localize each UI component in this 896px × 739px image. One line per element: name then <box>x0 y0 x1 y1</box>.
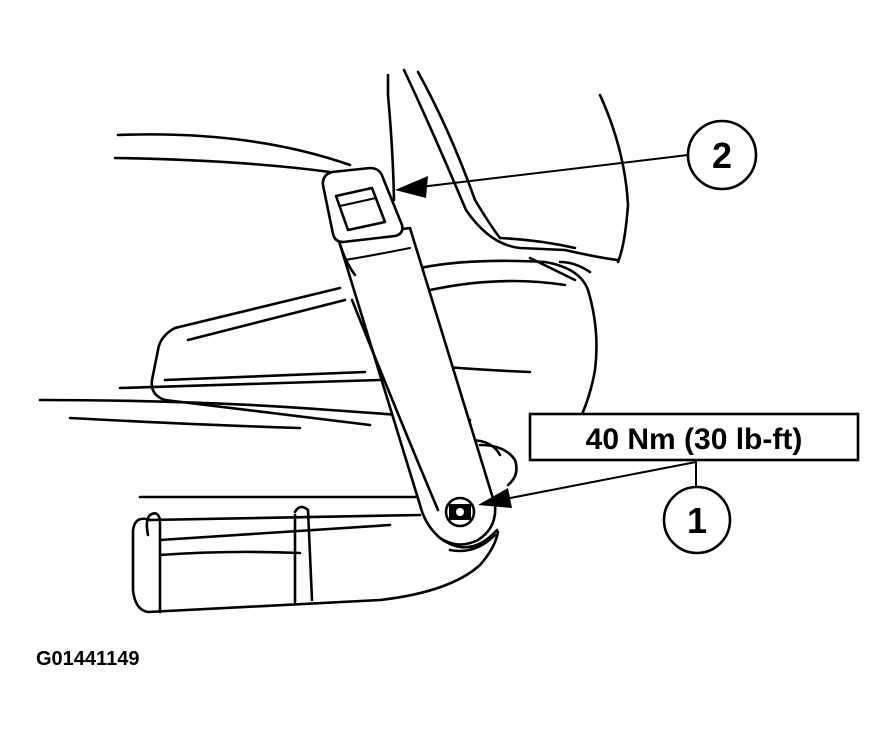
seat-back <box>386 68 630 264</box>
callout-1: 1 <box>662 485 732 555</box>
torque-label-text: 40 Nm (30 lb-ft) <box>586 423 803 456</box>
seat-bracket <box>118 286 382 427</box>
callout-2: 2 <box>686 119 758 191</box>
leader-line-2 <box>395 154 689 198</box>
anchor-bolt <box>444 496 476 528</box>
torque-label: 40 Nm (30 lb-ft) <box>528 412 860 462</box>
leader-line-1 <box>478 459 697 508</box>
figure-id: G01441149 <box>36 648 139 670</box>
buckle-head <box>321 166 404 244</box>
seat-track <box>131 438 518 614</box>
seat-cushion <box>38 133 598 442</box>
callout-1-number: 1 <box>687 500 707 541</box>
buckle-stalk <box>336 226 499 553</box>
callout-2-number: 2 <box>712 135 732 176</box>
